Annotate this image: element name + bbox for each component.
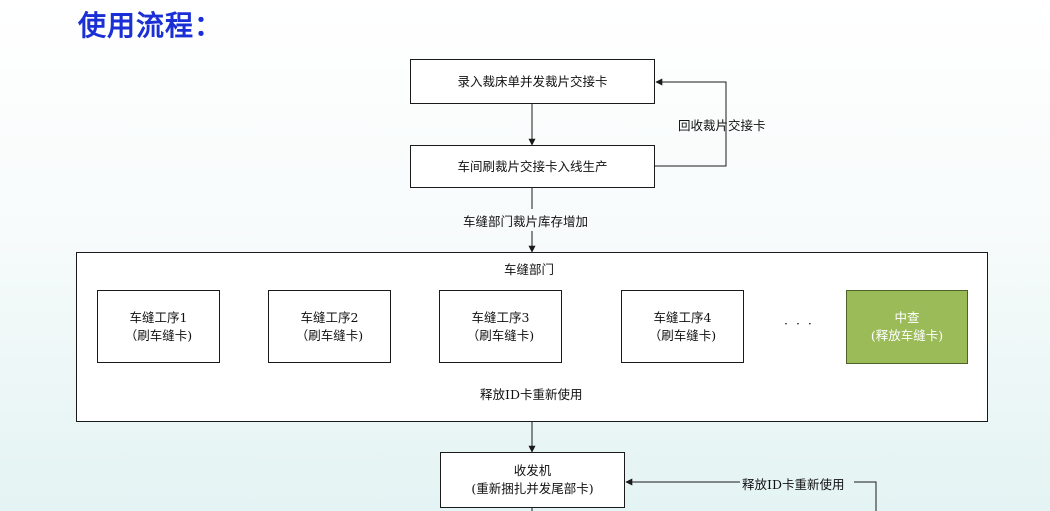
workshop-box: 车间刷裁片交接卡入线生产 <box>410 145 655 188</box>
step-4-name: 车缝工序4 <box>653 309 712 325</box>
arrow-recycle-loop <box>654 78 727 167</box>
receiver-name: 收发机 <box>513 463 552 478</box>
workshop-box-label: 车间刷裁片交接卡入线生产 <box>457 158 608 174</box>
step-box-2: 车缝工序2 （刷车缝卡) <box>268 290 391 363</box>
release-loop-label: 释放ID卡重新使用 <box>480 387 583 402</box>
step-3-sub: （刷车缝卡) <box>466 327 535 343</box>
release-right-label: 释放ID卡重新使用 <box>742 477 845 492</box>
step-2-sub: （刷车缝卡) <box>295 327 364 343</box>
dept-title: 车缝部门 <box>504 262 555 277</box>
receiver-box: 收发机 (重新捆扎并发尾部卡) <box>440 452 625 508</box>
inspection-name: 中查 <box>894 310 920 325</box>
step-box-4: 车缝工序4 （刷车缝卡) <box>621 290 744 363</box>
steps-ellipsis: · · · <box>784 316 814 331</box>
receiver-sub: (重新捆扎并发尾部卡) <box>471 481 594 496</box>
step-4-sub: （刷车缝卡) <box>648 327 717 343</box>
step-2-name: 车缝工序2 <box>300 309 359 325</box>
step-box-1: 车缝工序1 （刷车缝卡) <box>97 290 220 363</box>
entry-box: 录入裁床单并发裁片交接卡 <box>410 59 655 104</box>
step-1-sub: （刷车缝卡) <box>124 327 193 343</box>
recycle-label: 回收裁片交接卡 <box>678 118 766 133</box>
entry-box-label: 录入裁床单并发裁片交接卡 <box>457 73 608 89</box>
inspection-sub: (释放车缝卡) <box>870 328 944 343</box>
step-1-name: 车缝工序1 <box>129 309 188 325</box>
page-title: 使用流程： <box>78 9 224 42</box>
stock-label: 车缝部门裁片库存增加 <box>463 214 589 229</box>
line-release-right-a <box>854 481 877 511</box>
step-box-3: 车缝工序3 （刷车缝卡) <box>439 290 562 363</box>
step-3-name: 车缝工序3 <box>471 309 530 325</box>
inspection-box: 中查 (释放车缝卡) <box>846 290 968 364</box>
